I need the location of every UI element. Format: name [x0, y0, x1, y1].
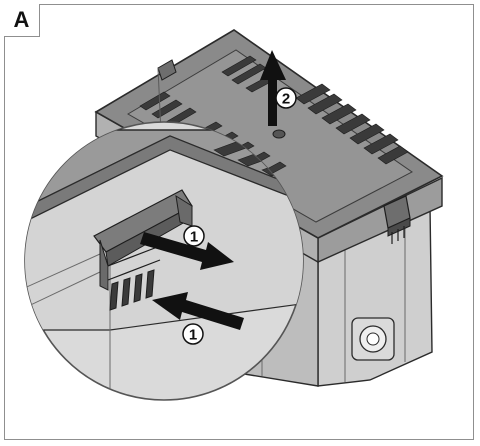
release-arrow-bottom [152, 292, 244, 330]
mounting-lug [351, 317, 395, 361]
cover-screw [272, 129, 286, 139]
panel-label: A [4, 4, 40, 37]
callout-1-top-number: 1 [190, 229, 198, 246]
vent-slots-right [221, 55, 409, 165]
callout-2-number: 2 [282, 91, 290, 108]
callout-1-top: 1 [183, 225, 205, 247]
back-latch [157, 59, 177, 81]
callout-2: 2 [275, 87, 297, 109]
release-arrow-top [140, 232, 234, 270]
callout-1-bottom: 1 [182, 323, 204, 345]
callout-1-bottom-number: 1 [189, 327, 197, 344]
side-latch-right [383, 195, 411, 244]
lift-arrow [260, 50, 286, 126]
figure-frame [4, 4, 474, 440]
